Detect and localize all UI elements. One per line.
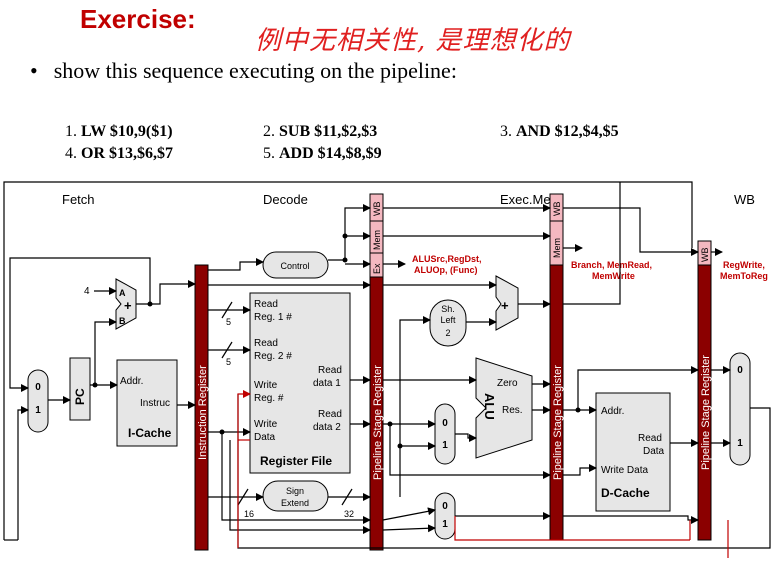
svg-text:Left: Left	[440, 315, 456, 325]
page-title: Exercise:	[80, 4, 196, 34]
svg-text:Data: Data	[643, 446, 665, 457]
svg-text:ALUSrc,RegDst,: ALUSrc,RegDst,	[412, 254, 482, 264]
pc-mux	[27, 369, 49, 433]
stage-wb: WB	[734, 192, 755, 207]
svg-text:4: 4	[84, 286, 90, 297]
instruction-3: 3. AND $12,$4,$5	[500, 123, 619, 140]
svg-text:Write Data: Write Data	[601, 465, 648, 476]
svg-text:Ex: Ex	[372, 263, 382, 274]
svg-text:Sign: Sign	[286, 486, 304, 496]
svg-text:WB: WB	[700, 248, 710, 263]
svg-text:1: 1	[35, 405, 41, 416]
svg-text:Read: Read	[638, 433, 662, 444]
svg-text:16: 16	[244, 509, 254, 519]
svg-text:0: 0	[442, 501, 448, 512]
stage-fetch: Fetch	[62, 192, 95, 207]
stage-execmem: Exec.Mem	[500, 192, 561, 207]
svg-text:Read: Read	[254, 338, 278, 349]
svg-text:data 1: data 1	[313, 378, 341, 389]
handwritten-annotation: 例中无相关性, 是理想化的	[255, 26, 571, 56]
svg-text:Instruc: Instruc	[140, 398, 170, 409]
svg-text:Mem: Mem	[552, 238, 562, 258]
svg-text:Zero: Zero	[497, 378, 518, 389]
svg-text:Read: Read	[318, 409, 342, 420]
svg-text:Reg. #: Reg. #	[254, 393, 284, 404]
svg-text:+: +	[124, 298, 132, 313]
pc-register	[69, 357, 91, 421]
svg-text:32: 32	[344, 509, 354, 519]
svg-text:Write: Write	[254, 419, 278, 430]
svg-text:1: 1	[442, 440, 448, 451]
bullet-text: •show this sequence executing on the pip…	[30, 58, 457, 83]
svg-text:Read: Read	[318, 365, 342, 376]
svg-text:Data: Data	[254, 432, 276, 443]
svg-text:0: 0	[442, 418, 448, 429]
svg-text:2: 2	[445, 328, 450, 338]
svg-text:+: +	[501, 298, 509, 313]
svg-text:PC: PC	[73, 388, 87, 405]
svg-text:data 2: data 2	[313, 422, 341, 433]
svg-text:Pipeline Stage Register: Pipeline Stage Register	[372, 365, 384, 480]
svg-text:Res.: Res.	[502, 405, 523, 416]
svg-text:Control: Control	[280, 261, 309, 271]
instruction-2: 2. SUB $11,$2,$3	[263, 123, 378, 140]
svg-text:Pipeline Stage Register: Pipeline Stage Register	[552, 365, 564, 480]
outer-frame	[3, 181, 693, 540]
svg-text:Register File: Register File	[260, 454, 332, 468]
alusrc-mux	[434, 403, 456, 465]
svg-text:WB: WB	[372, 202, 382, 217]
svg-text:Reg. 2 #: Reg. 2 #	[254, 351, 292, 362]
svg-text:A: A	[119, 288, 126, 298]
bullet-label: show this sequence executing on the pipe…	[53, 58, 457, 83]
stage-decode: Decode	[263, 192, 308, 207]
svg-text:MemToReg: MemToReg	[720, 271, 768, 281]
svg-text:Pipeline Stage Register: Pipeline Stage Register	[700, 355, 712, 470]
svg-text:0: 0	[737, 365, 743, 376]
svg-text:5: 5	[226, 317, 231, 327]
svg-text:WB: WB	[552, 202, 562, 217]
svg-text:Write: Write	[254, 380, 278, 391]
svg-text:Extend: Extend	[281, 498, 309, 508]
register-file	[249, 292, 351, 474]
svg-text:Read: Read	[254, 299, 278, 310]
dcache	[595, 392, 671, 512]
svg-text:I-Cache: I-Cache	[128, 426, 172, 440]
svg-text:Instruction Register: Instruction Register	[197, 365, 209, 460]
svg-text:RegWrite,: RegWrite,	[723, 260, 765, 270]
svg-text:Addr.: Addr.	[120, 376, 143, 387]
svg-text:1: 1	[737, 438, 743, 449]
instruction-4: 4. OR $13,$6,$7	[65, 145, 173, 162]
svg-text:Reg. 1 #: Reg. 1 #	[254, 312, 292, 323]
svg-text:Mem: Mem	[372, 230, 382, 250]
svg-text:ALU: ALU	[482, 393, 497, 420]
svg-text:Addr.: Addr.	[601, 406, 624, 417]
svg-text:B: B	[119, 316, 126, 326]
svg-text:5: 5	[226, 357, 231, 367]
svg-text:Branch, MemRead,: Branch, MemRead,	[571, 260, 652, 270]
svg-text:1: 1	[442, 519, 448, 530]
wb-mux	[729, 352, 751, 466]
instruction-5: 5. ADD $14,$8,$9	[263, 145, 382, 162]
instruction-1: 1. LW $10,9($1)	[65, 123, 173, 140]
svg-text:0: 0	[35, 382, 41, 393]
regdst-mux	[434, 492, 456, 540]
svg-text:MemWrite: MemWrite	[592, 271, 635, 281]
svg-text:D-Cache: D-Cache	[601, 486, 650, 500]
svg-text:Sh.: Sh.	[441, 304, 455, 314]
icache	[116, 359, 178, 447]
svg-text:ALUOp, (Func): ALUOp, (Func)	[414, 265, 478, 275]
